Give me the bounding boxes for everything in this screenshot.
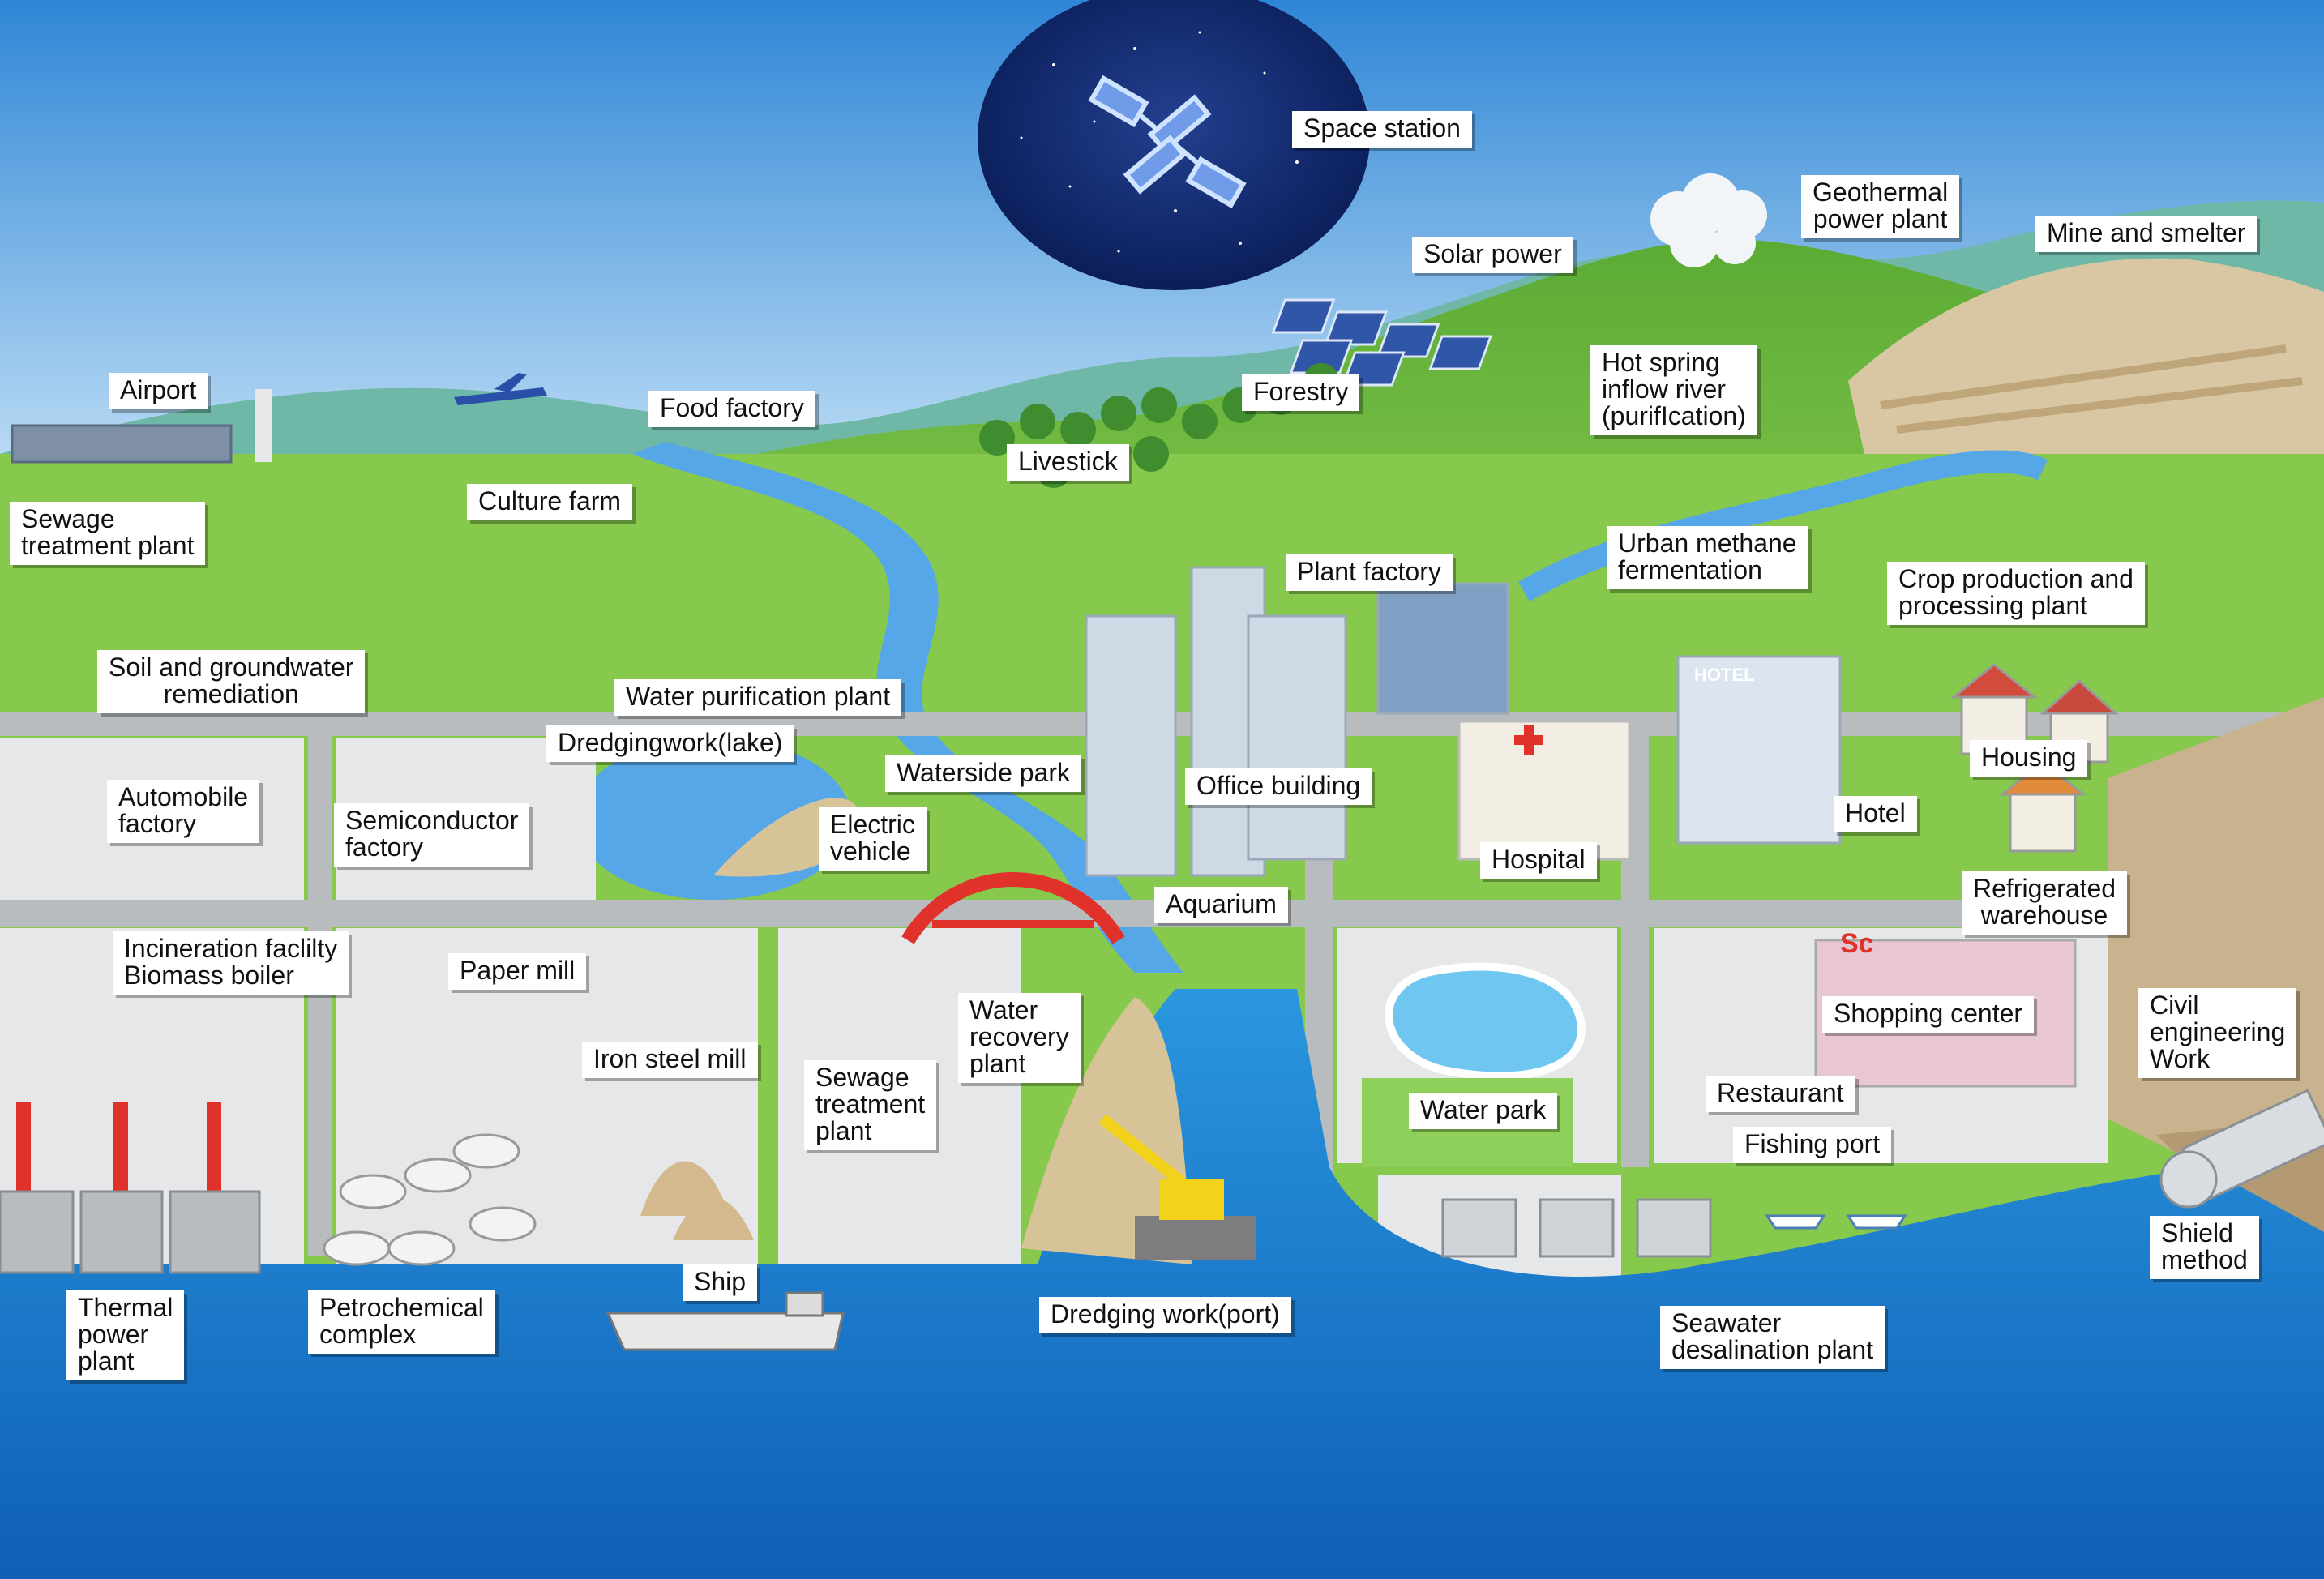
label-soil: Soil and groundwater remediation	[97, 650, 366, 713]
label-office: Office building	[1185, 768, 1372, 805]
label-paper-mill: Paper mill	[448, 953, 587, 990]
petrochemical-tanks	[323, 1133, 537, 1266]
shopping-sign: Sc	[1840, 928, 1874, 959]
label-refrigerated: Refrigerated warehouse	[1962, 871, 2128, 935]
label-semiconductor: Semiconductor factory	[334, 803, 530, 867]
label-petrochemical: Petrochemical complex	[308, 1290, 495, 1354]
sea	[0, 989, 2324, 1579]
label-shopping: Shopping center	[1822, 996, 2035, 1033]
label-housing: Housing	[1970, 740, 2088, 777]
label-livestock: Livestick	[1007, 444, 1129, 481]
label-hot-spring: Hot spring inflow river (purifIcation)	[1590, 345, 1757, 435]
label-electric-vehicle: Electric vehicle	[819, 807, 927, 871]
label-thermal: Thermal power plant	[66, 1290, 185, 1380]
label-restaurant: Restaurant	[1706, 1076, 1855, 1112]
label-hotel: Hotel	[1834, 796, 1917, 832]
quarry	[1848, 258, 2324, 454]
label-forestry: Forestry	[1242, 374, 1360, 411]
label-civil: Civil engineering Work	[2138, 988, 2297, 1078]
hospital-building	[1457, 720, 1631, 861]
red-cross-icon	[1514, 725, 1543, 755]
airport-terminal	[11, 424, 233, 464]
cliff	[2108, 697, 2324, 1232]
label-fishing-port: Fishing port	[1733, 1127, 1892, 1163]
label-seawater: Seawater desalination plant	[1660, 1306, 1885, 1369]
label-ship: Ship	[683, 1264, 758, 1301]
label-incineration: Incineration faclilty Biomass boiler	[113, 931, 349, 995]
label-urban-methane: Urban methane fermentation	[1607, 526, 1808, 589]
fishing-boats	[1765, 1214, 1907, 1230]
label-space-station: Space station	[1292, 111, 1472, 148]
thermal-buildings	[0, 1190, 261, 1274]
label-aquarium: Aquarium	[1154, 887, 1288, 923]
label-sewage-top: Sewage treatment plant	[10, 502, 206, 565]
label-food-factory: Food factory	[648, 391, 815, 427]
houses	[1950, 663, 2119, 853]
label-waterside-park: Waterside park	[885, 755, 1081, 792]
desalination-tanks	[1441, 1198, 1712, 1258]
label-water-purification: Water purification plant	[614, 679, 902, 716]
hotel-sign: HOTEL	[1694, 665, 1755, 685]
quarry-ledges	[1880, 344, 2303, 434]
label-mine: Mine and smelter	[2035, 216, 2258, 252]
label-water-park: Water park	[1409, 1093, 1558, 1129]
dredging-crane-icon	[1098, 1114, 1256, 1260]
ship-icon	[606, 1312, 845, 1351]
label-culture-farm: Culture farm	[467, 484, 633, 520]
thermal-chimneys	[16, 1102, 221, 1192]
label-water-recovery: Water recovery plant	[958, 993, 1081, 1083]
space-station-icon	[1088, 75, 1247, 209]
label-shield: Shield method	[2150, 1216, 2259, 1279]
control-tower	[255, 389, 272, 462]
label-crop: Crop production and processing plant	[1887, 562, 2145, 625]
label-plant-factory: Plant factory	[1286, 554, 1453, 591]
shield-machine-icon	[2159, 1089, 2324, 1209]
office-towers	[1085, 566, 1509, 877]
hotel-building	[1676, 655, 1842, 845]
label-automobile: Automobile factory	[107, 780, 260, 843]
label-dredging-port: Dredging work(port)	[1039, 1297, 1291, 1333]
airplane-icon	[454, 373, 547, 405]
label-dredging-lake: Dredgingwork(lake)	[546, 725, 794, 762]
iron-ore-piles	[640, 1161, 754, 1240]
label-hospital: Hospital	[1480, 842, 1597, 879]
river	[632, 442, 1183, 973]
label-solar: Solar power	[1412, 237, 1573, 273]
solar-panels	[1271, 298, 1492, 387]
stars	[1020, 31, 1331, 253]
sand-bar	[1021, 997, 1192, 1264]
water-park-pool	[1385, 962, 1586, 1080]
geothermal-steam	[1650, 173, 1767, 267]
label-airport: Airport	[109, 373, 208, 409]
label-iron-steel: Iron steel mill	[582, 1042, 758, 1078]
label-geothermal: Geothermal power plant	[1801, 175, 1960, 238]
label-sewage-bottom: Sewage treatment plant	[804, 1060, 937, 1150]
red-bridge	[901, 872, 1125, 944]
